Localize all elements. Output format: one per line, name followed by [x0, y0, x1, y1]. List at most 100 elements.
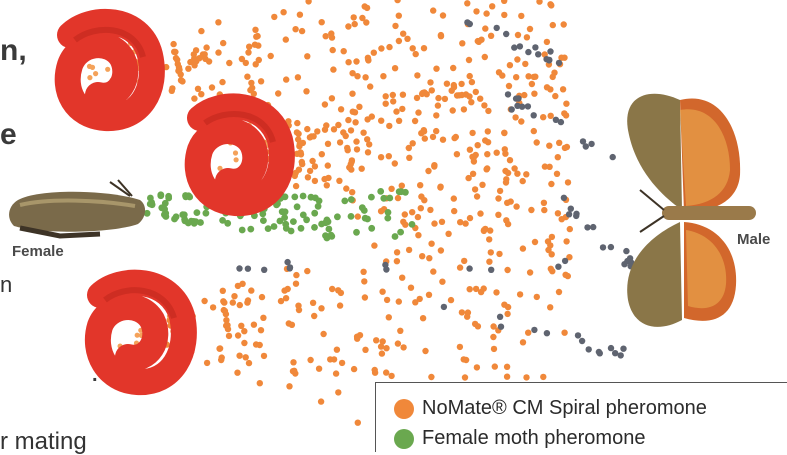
orange-dot: [452, 133, 459, 141]
grey-dot: [497, 323, 505, 330]
orange-dot: [344, 144, 351, 152]
orange-dot: [525, 73, 532, 80]
orange-dot: [437, 247, 445, 254]
orange-dot: [345, 23, 352, 30]
green-dot: [314, 202, 322, 210]
green-dot: [157, 191, 165, 199]
orange-dot: [360, 129, 367, 136]
orange-dot: [540, 199, 548, 206]
orange-dot: [394, 0, 401, 4]
orange-dot: [399, 274, 406, 281]
green-dot: [395, 188, 403, 196]
orange-dot: [564, 179, 572, 186]
orange-dot: [561, 110, 568, 117]
orange-dot: [532, 73, 539, 80]
orange-dot: [395, 12, 402, 19]
orange-dot: [448, 87, 455, 94]
orange-dot: [389, 91, 396, 99]
orange-dot: [474, 142, 481, 149]
orange-dot: [351, 20, 358, 28]
grey-dot: [595, 348, 603, 356]
orange-dot: [386, 122, 393, 130]
orange-dot: [503, 363, 511, 370]
orange-dot: [516, 291, 524, 298]
green-dot: [143, 209, 151, 217]
orange-dot: [340, 129, 347, 136]
orange-dot: [361, 294, 369, 301]
grey-dot: [512, 95, 520, 102]
orange-dot: [248, 287, 255, 294]
orange-dot: [449, 107, 456, 114]
orange-dot: [549, 21, 556, 29]
orange-dot: [378, 350, 386, 357]
orange-dot: [354, 419, 361, 426]
grey-dot: [511, 44, 518, 51]
orange-dot: [566, 254, 573, 261]
orange-dot: [514, 31, 522, 39]
orange-dot: [501, 301, 508, 308]
green-dot: [291, 193, 299, 201]
orange-dot: [383, 345, 390, 352]
legend-item-nomate: NoMate® CM Spiral pheromone: [394, 397, 707, 420]
orange-dot: [257, 78, 265, 85]
green-dot: [238, 226, 246, 234]
grey-dot: [555, 263, 562, 270]
orange-dot: [224, 325, 232, 333]
grey-dot: [466, 265, 473, 272]
orange-dot: [543, 84, 551, 91]
orange-dot: [226, 59, 233, 67]
orange-dot: [201, 51, 208, 58]
orange-dot: [483, 166, 490, 173]
orange-dot: [511, 165, 518, 172]
green-dot: [368, 193, 375, 201]
orange-dot: [513, 74, 520, 81]
orange-dot: [393, 249, 401, 256]
orange-dot: [225, 332, 233, 340]
orange-dot: [388, 185, 395, 192]
orange-dot: [93, 71, 99, 77]
orange-dot: [451, 207, 458, 215]
orange-dot: [546, 163, 553, 170]
orange-dot: [547, 112, 554, 120]
orange-dot: [231, 293, 238, 300]
orange-dot: [294, 74, 302, 81]
orange-dot: [543, 38, 551, 46]
orange-dot: [169, 85, 176, 92]
orange-dot: [428, 87, 435, 94]
grey-dot: [552, 116, 560, 124]
orange-dot: [362, 346, 369, 353]
orange-dot: [552, 92, 559, 100]
orange-dot: [394, 194, 402, 202]
orange-dot: [236, 301, 243, 309]
green-dot: [386, 194, 394, 202]
green-dot: [322, 219, 330, 227]
male-moth-image: [627, 93, 756, 327]
orange-dot: [413, 94, 421, 102]
orange-dot: [421, 135, 428, 142]
orange-dot: [362, 74, 369, 81]
orange-dot: [507, 198, 514, 205]
orange-dot: [541, 163, 549, 170]
orange-dot: [364, 116, 371, 123]
orange-dot: [336, 177, 343, 184]
orange-dot: [479, 181, 486, 188]
orange-dot: [335, 121, 342, 129]
grey-dot: [607, 243, 615, 251]
orange-dot: [519, 177, 526, 185]
green-dot: [328, 232, 336, 240]
orange-dot: [469, 170, 477, 177]
grey-dot: [440, 303, 448, 311]
orange-dot: [198, 91, 205, 98]
orange-dot: [378, 45, 385, 52]
orange-dot: [330, 66, 337, 73]
orange-dot: [473, 8, 480, 15]
orange-dot: [489, 3, 496, 10]
orange-dot: [545, 246, 552, 254]
orange-dot: [303, 88, 310, 95]
grey-dot: [524, 103, 532, 110]
orange-dot: [349, 189, 356, 196]
orange-dot: [397, 327, 404, 334]
grey-dot: [464, 19, 471, 26]
orange-dot: [490, 323, 497, 330]
orange-dot: [350, 14, 357, 21]
